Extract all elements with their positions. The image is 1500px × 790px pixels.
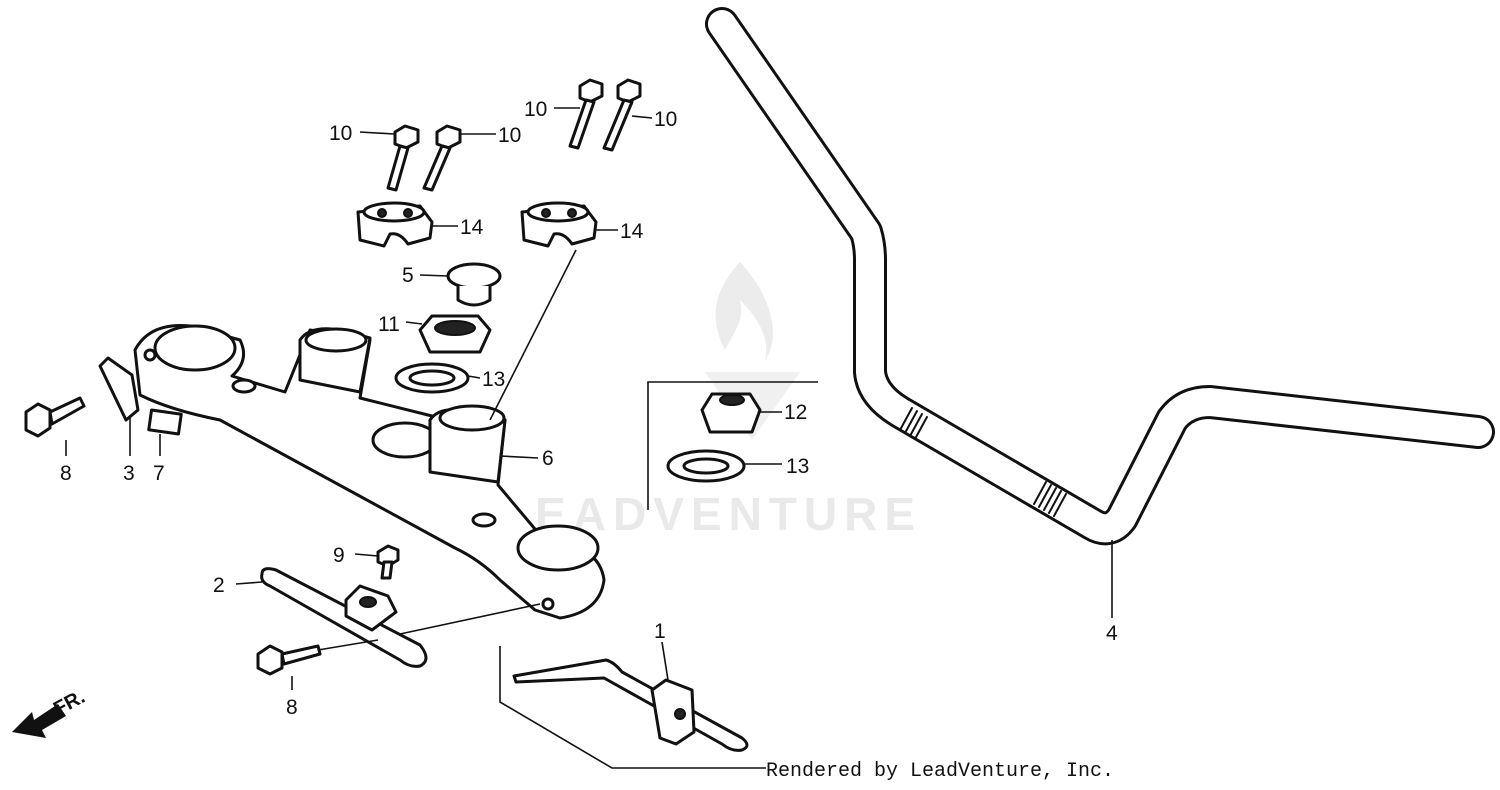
acorn-nut — [700, 392, 762, 434]
render-credit: Rendered by LeadVenture, Inc. — [766, 760, 1115, 783]
callout-10: 10 — [498, 124, 521, 147]
flange-bolt-left — [24, 396, 86, 438]
flange-bolt-bottom — [256, 644, 322, 676]
callout-2: 2 — [213, 574, 225, 597]
callout-14: 14 — [460, 216, 484, 239]
callout-8: 8 — [286, 696, 298, 719]
lock-washer-13b — [666, 449, 746, 483]
callout-numbers: 10 10 10 10 14 14 5 11 13 6 12 13 8 3 7 … — [60, 98, 1118, 719]
callout-12: 12 — [784, 401, 807, 424]
callout-13: 13 — [786, 455, 809, 478]
callout-14: 14 — [620, 220, 644, 243]
caution-label — [147, 408, 183, 436]
callout-9: 9 — [333, 544, 345, 567]
callout-11: 11 — [378, 313, 400, 336]
callout-7: 7 — [153, 462, 165, 485]
bolt-10-c — [568, 78, 604, 150]
callout-4: 4 — [1106, 622, 1118, 645]
knurl-mark-right — [1033, 481, 1067, 517]
knurl-mark-left — [899, 407, 928, 440]
bolt-10-a — [386, 124, 420, 192]
front-arrow-icon — [12, 704, 66, 738]
callout-8: 8 — [60, 462, 72, 485]
stay-plate — [98, 356, 140, 422]
inset-bracket — [647, 381, 818, 510]
handlebar-holder-left — [356, 201, 434, 248]
bolt-9 — [376, 544, 400, 580]
callout-1: 1 — [654, 620, 666, 643]
stem-nut — [418, 314, 492, 354]
callout-10: 10 — [524, 98, 547, 121]
bolt-10-d — [602, 78, 642, 152]
handlebar-holder-right — [520, 201, 598, 248]
fork-top-bridge — [133, 324, 606, 620]
wire-harness-clamp — [260, 567, 428, 668]
callout-3: 3 — [123, 462, 135, 485]
leader-lines — [65, 107, 1113, 690]
cable-guide — [512, 658, 749, 752]
callout-10: 10 — [329, 122, 352, 145]
handlebar — [705, 7, 1495, 546]
lock-washer-13a — [394, 362, 470, 394]
stem-washer — [446, 262, 502, 307]
callout-10: 10 — [654, 108, 677, 131]
callout-13: 13 — [482, 368, 505, 391]
callout-5: 5 — [402, 264, 414, 287]
callout-6: 6 — [542, 447, 554, 470]
bolt-10-b — [422, 124, 462, 192]
inset-bracket-lower — [499, 646, 766, 769]
